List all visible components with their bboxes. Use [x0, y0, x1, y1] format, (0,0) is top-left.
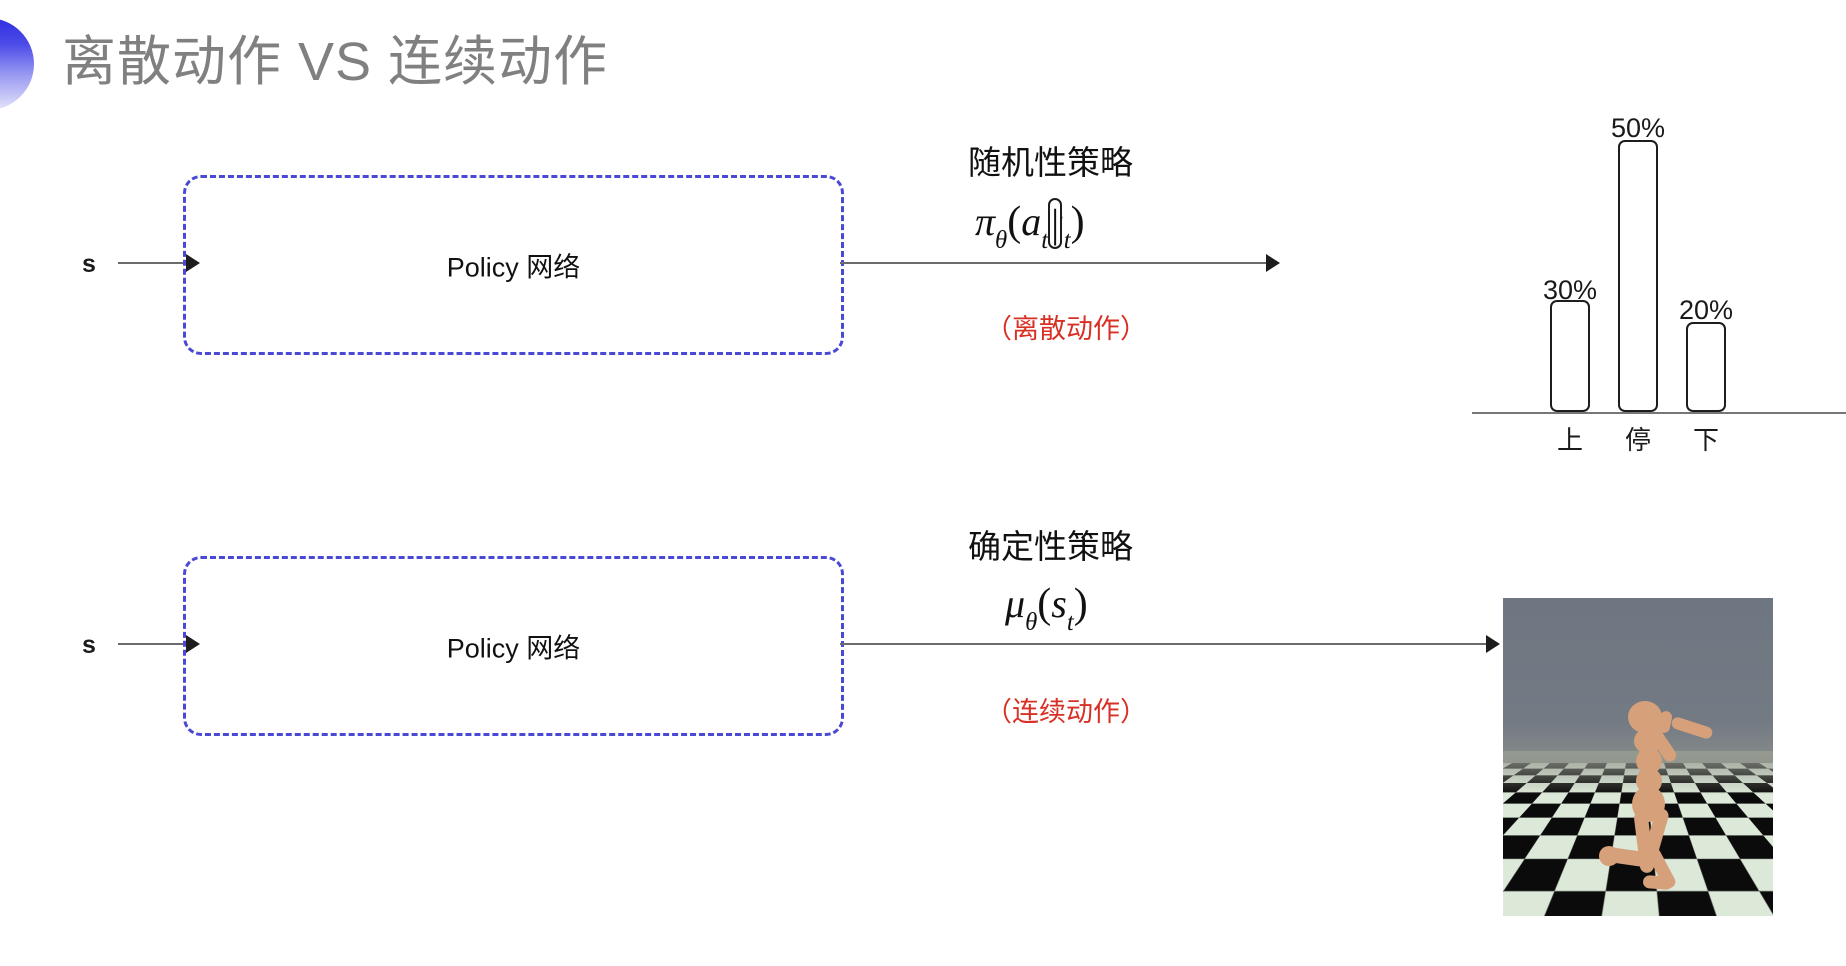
output-arrow-line-discrete — [840, 262, 1270, 264]
bar-category-label: 上 — [1556, 425, 1583, 455]
table-row[interactable] — [1686, 322, 1726, 412]
input-arrow-line-continuous — [118, 643, 190, 645]
bar-category-label: 停 — [1624, 425, 1651, 455]
table-row[interactable] — [1618, 140, 1658, 412]
page-title: 离散动作 VS 连续动作 — [62, 32, 609, 92]
formula-arg1-continuous: s — [1051, 581, 1067, 626]
humanoid-foot-right — [1642, 874, 1674, 891]
formula-close-paren-discrete: ) — [1070, 199, 1085, 245]
policy-network-box-discrete[interactable]: Policy 网络 — [183, 175, 844, 355]
formula-close-paren-continuous: ) — [1073, 581, 1088, 627]
humanoid-simulation-image — [1503, 598, 1773, 916]
formula-function-subscript-discrete: θ — [995, 227, 1008, 255]
humanoid-foot-left — [1599, 846, 1619, 866]
action-type-note-continuous: （连续动作） — [985, 697, 1147, 727]
policy-type-label-continuous: 确定性策略 — [968, 528, 1133, 565]
policy-formula-discrete: πθ(at|st) — [975, 198, 1085, 255]
input-state-label-continuous: s — [82, 631, 96, 659]
policy-formula-continuous: μθ(st) — [1005, 580, 1088, 637]
formula-conditional-bar-discrete: | — [1048, 198, 1063, 249]
bar-value-label: 20% — [1678, 295, 1734, 325]
action-type-note-discrete: （离散动作） — [985, 314, 1147, 344]
formula-function-continuous: μ — [1005, 581, 1026, 626]
title-decoration-icon — [0, 18, 34, 110]
formula-arg1-subscript-continuous: t — [1066, 609, 1074, 637]
chart-baseline-axis — [1472, 412, 1846, 414]
policy-type-label-discrete: 随机性策略 — [968, 144, 1133, 181]
formula-function-discrete: π — [975, 199, 996, 244]
discrete-action-bar-chart: 30% 上 50% 停 20% 下 — [1466, 95, 1846, 455]
bar-value-label: 30% — [1542, 275, 1598, 305]
table-row[interactable] — [1550, 300, 1590, 412]
formula-arg2-subscript-discrete: t — [1063, 227, 1071, 255]
bar-category-label: 下 — [1692, 425, 1719, 455]
bar-value-label: 50% — [1610, 113, 1666, 143]
policy-network-label-continuous: Policy 网络 — [446, 633, 581, 664]
policy-network-box-continuous[interactable]: Policy 网络 — [183, 556, 844, 736]
policy-network-label-discrete: Policy 网络 — [446, 252, 581, 283]
output-arrow-head-discrete — [1266, 254, 1280, 272]
input-arrow-line-discrete — [118, 262, 190, 264]
formula-open-paren-discrete: ( — [1007, 199, 1022, 245]
output-arrow-head-continuous — [1486, 635, 1500, 653]
formula-arg1-subscript-discrete: t — [1041, 227, 1049, 255]
input-state-label-discrete: s — [82, 250, 96, 278]
output-arrow-line-continuous — [840, 643, 1490, 645]
formula-arg1-discrete: a — [1021, 199, 1042, 244]
input-arrow-head-continuous — [186, 635, 200, 653]
input-arrow-head-discrete — [186, 254, 200, 272]
formula-open-paren-continuous: ( — [1037, 581, 1052, 627]
formula-function-subscript-continuous: θ — [1025, 609, 1038, 637]
